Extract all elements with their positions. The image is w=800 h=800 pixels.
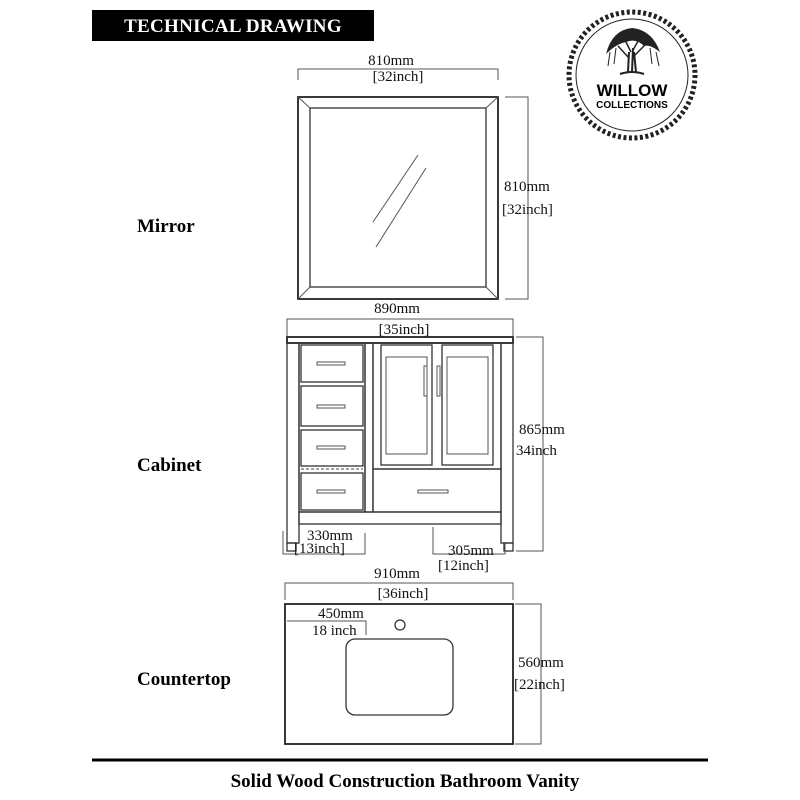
mirror-outer-frame — [297, 96, 499, 300]
mirror-reflection-line — [372, 154, 419, 223]
cabinet-right-depth-dimension-line — [432, 527, 506, 555]
cabinet-left-depth-inch: [13inch] — [294, 541, 345, 557]
tree-icon — [606, 28, 660, 75]
mirror-width-dimension-line — [297, 68, 499, 80]
drawer-handle-icon — [316, 445, 346, 450]
footer: Solid Wood Construction Bathroom Vanity — [92, 758, 708, 792]
header-banner-background — [92, 10, 374, 41]
cabinet-left-depth-dimension-line — [282, 531, 366, 555]
mirror-glass — [309, 107, 487, 288]
drawer-handle-icon — [316, 489, 346, 494]
cabinet-drawer — [300, 344, 364, 383]
mirror-reflection-line — [375, 167, 427, 248]
countertop-width-mm: 910mm — [374, 566, 420, 582]
mirror-drawing: Mirror 810mm [32inch] 810mm [32inch] — [137, 53, 553, 300]
countertop-width-inch: [36inch] — [378, 586, 429, 602]
willow-collections-logo: WILLOW COLLECTIONS — [566, 9, 698, 141]
countertop-depth-dimension-line — [515, 603, 542, 745]
cabinet-right-depth-mm: 305mm — [448, 543, 494, 559]
cabinet-height-dimension-line — [516, 336, 544, 552]
cabinet-bottom-rail — [298, 511, 502, 525]
logo-inner-ring — [575, 18, 689, 132]
faucet-hole-icon — [394, 619, 406, 631]
cabinet-width-mm: 890mm — [374, 301, 420, 317]
cabinet-height-inch: 34inch — [516, 443, 557, 459]
header-banner: TECHNICAL DRAWING — [92, 10, 374, 41]
cabinet-door-left — [380, 344, 433, 466]
cabinet-drawer — [300, 472, 364, 511]
countertop-depth-inch: [22inch] — [514, 677, 565, 693]
cabinet-door-frame — [372, 342, 502, 470]
cabinet-right-side — [500, 342, 514, 544]
door-handle-icon — [423, 365, 428, 397]
cabinet-foot — [503, 542, 514, 552]
mirror-height-mm: 810mm — [504, 179, 550, 195]
countertop-sink-basin — [345, 638, 454, 716]
cabinet-center-stile — [364, 342, 374, 513]
faucet-offset-mm: 450mm — [318, 606, 364, 622]
drawer-handle-icon — [316, 361, 346, 366]
cabinet-bottom-drawer — [372, 468, 502, 513]
countertop-outline — [284, 603, 514, 745]
cabinet-width-dimension-line — [286, 318, 514, 336]
door-handle-icon — [436, 365, 441, 397]
countertop-width-dimension-line — [284, 582, 514, 600]
mirror-width-mm: 810mm — [368, 53, 414, 69]
logo-brand-subtitle: COLLECTIONS — [596, 100, 668, 111]
footer-caption: Solid Wood Construction Bathroom Vanity — [231, 771, 580, 792]
mirror-width-inch: [32inch] — [373, 69, 424, 85]
cabinet-foot — [286, 542, 297, 552]
cabinet-left-depth-mm: 330mm — [307, 528, 353, 544]
cabinet-label: Cabinet — [137, 455, 202, 476]
drawer-handle-icon — [417, 489, 449, 494]
cabinet-door-right — [441, 344, 494, 466]
cabinet-drawer-column — [298, 342, 366, 513]
cabinet-width-inch: [35inch] — [379, 322, 430, 338]
cabinet-door-left-panel — [385, 356, 428, 455]
logo-brand-name: WILLOW — [597, 81, 669, 100]
faucet-offset-dimension-line — [287, 620, 367, 635]
cabinet-drawing: Cabinet 890mm — [137, 301, 565, 574]
mirror-height-dimension-line — [505, 96, 529, 300]
logo-rope-border — [566, 9, 698, 141]
mirror-height-inch: [32inch] — [502, 202, 553, 218]
drawer-handle-icon — [316, 404, 346, 409]
faucet-offset-inch: 18 inch — [312, 623, 357, 639]
countertop-depth-mm: 560mm — [518, 655, 564, 671]
cabinet-door-right-panel — [446, 356, 489, 455]
cabinet-drawer — [300, 385, 364, 427]
mirror-label: Mirror — [137, 216, 195, 237]
header-title: TECHNICAL DRAWING — [124, 16, 342, 37]
cabinet-height-mm: 865mm — [519, 422, 565, 438]
cabinet-left-side — [286, 342, 300, 544]
cabinet-right-depth-inch: [12inch] — [438, 558, 489, 574]
countertop-drawing: Countertop 910mm [36inch] 450mm 18 inch … — [137, 566, 565, 745]
countertop-label: Countertop — [137, 669, 231, 690]
cabinet-drawer — [300, 429, 364, 467]
